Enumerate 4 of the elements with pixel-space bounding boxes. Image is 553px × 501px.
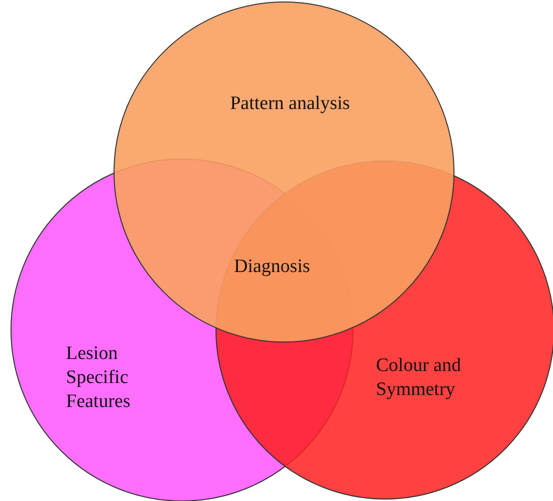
center-label: Diagnosis [234,256,310,278]
circle-label: Pattern analysis [229,92,351,116]
circle-label: Lesion Specific Features [66,342,132,414]
circle-label: Colour and Symmetry [376,354,462,402]
